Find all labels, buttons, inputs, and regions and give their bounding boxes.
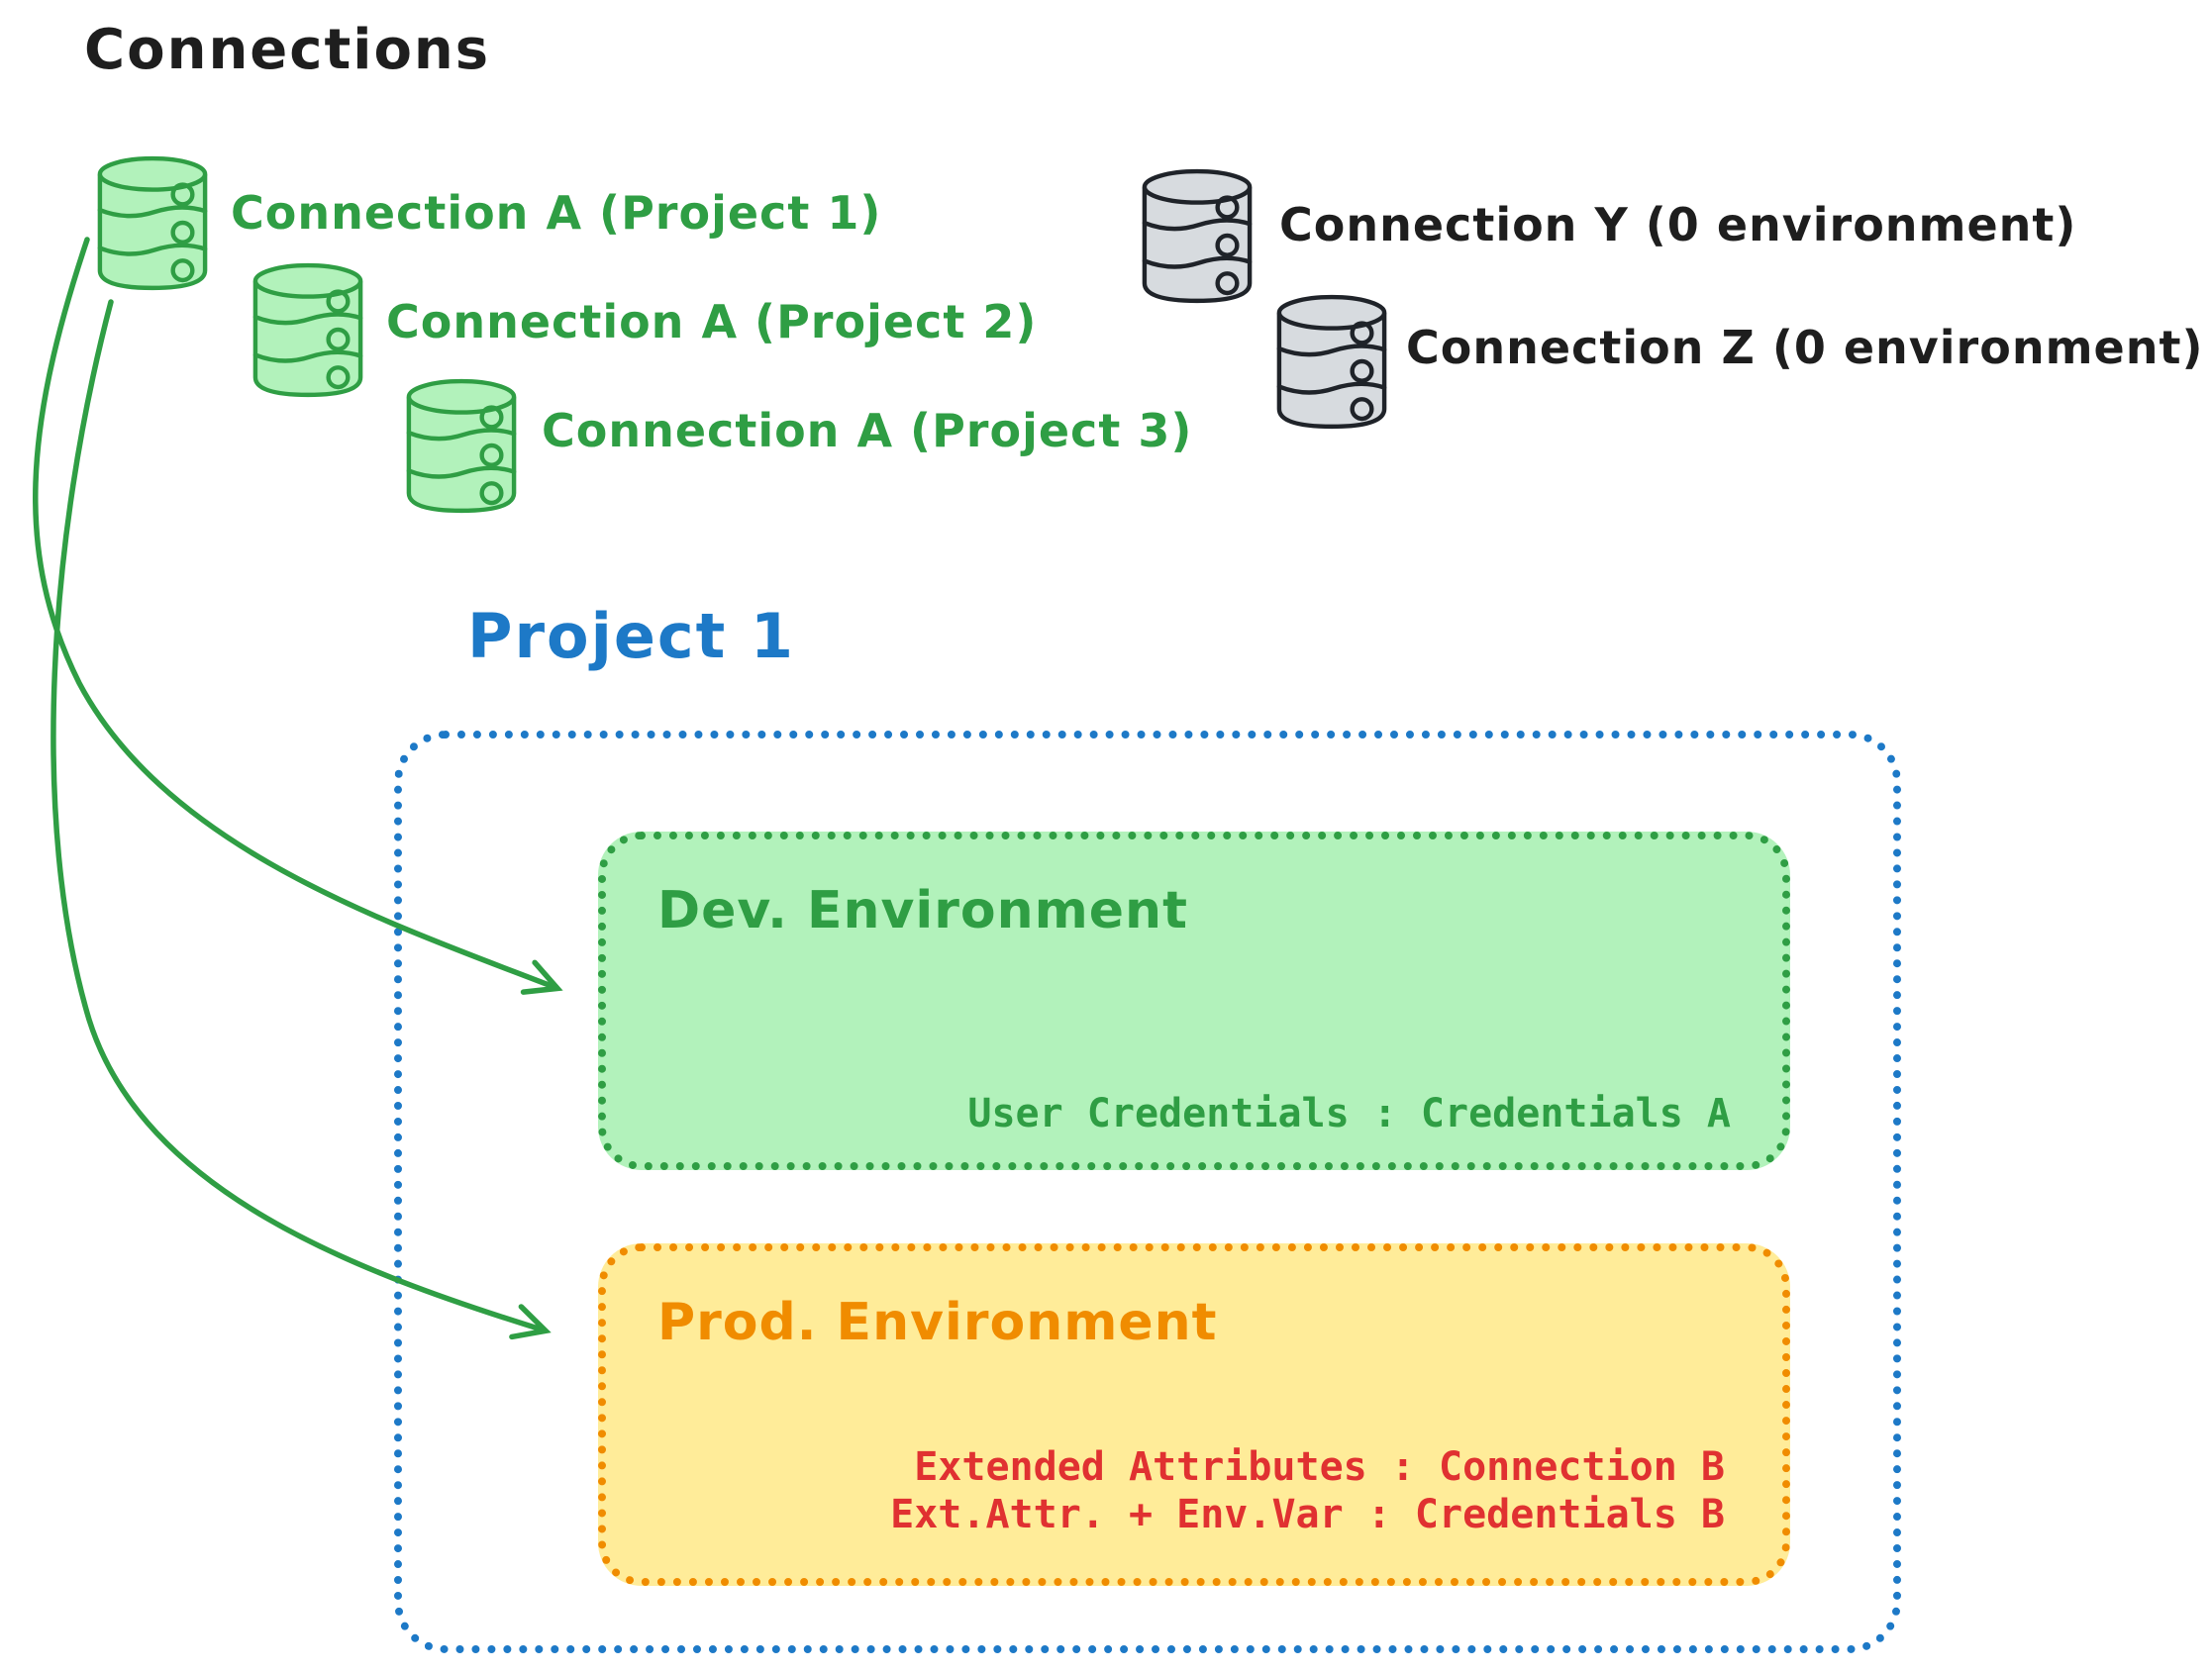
dev-environment-title: Dev. Environment — [657, 881, 1188, 940]
project-title: Project 1 — [467, 600, 796, 672]
database-icon — [1273, 287, 1390, 434]
database-icon — [250, 255, 366, 402]
prod-credentials-mapping: Extended Attributes : Connection B Ext.A… — [890, 1443, 1725, 1538]
dev-environment-box: Dev. Environment User Credentials : Cred… — [598, 832, 1790, 1170]
database-icon — [403, 371, 520, 518]
connections-heading: Connections — [84, 18, 491, 82]
dev-credentials-mapping: User Credentials : Credentials A — [967, 1091, 1731, 1136]
project-box: Dev. Environment User Credentials : Cred… — [394, 731, 1901, 1653]
connection-label: Connection Y (0 environment) — [1279, 198, 2077, 251]
connection-label: Connection A (Project 3) — [542, 404, 1193, 457]
prod-mapping-line1: Extended Attributes : Connection B — [914, 1444, 1725, 1490]
database-icon — [94, 148, 211, 295]
prod-environment-box: Prod. Environment Extended Attributes : … — [598, 1243, 1790, 1586]
prod-environment-title: Prod. Environment — [657, 1293, 1218, 1352]
connection-label: Connection Z (0 environment) — [1406, 321, 2204, 374]
prod-mapping-line2: Ext.Attr. + Env.Var : Credentials B — [890, 1492, 1725, 1537]
database-icon — [1139, 161, 1256, 308]
connection-label: Connection A (Project 2) — [386, 295, 1038, 348]
connection-label: Connection A (Project 1) — [231, 186, 882, 240]
